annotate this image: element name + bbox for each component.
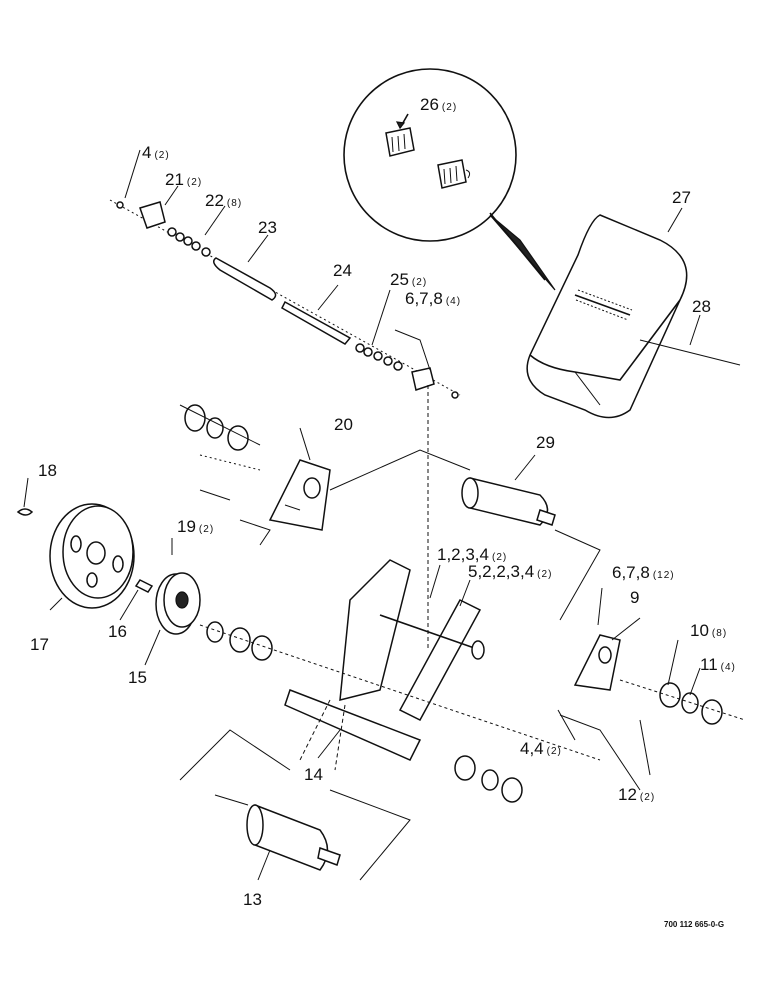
label-18: 18 — [38, 461, 57, 480]
label-13: 13 — [243, 890, 262, 909]
detail-circle-belt-lacing — [343, 68, 556, 291]
label-29: 29 — [536, 433, 555, 452]
label-20: 20 — [334, 415, 353, 434]
label-27: 27 — [672, 188, 691, 207]
roller-13 — [179, 729, 411, 881]
pin-16 — [134, 579, 154, 593]
label-10: 10(8) — [690, 621, 727, 640]
bearings-10-11 — [619, 679, 746, 725]
pulley-15 — [155, 572, 201, 635]
label-23: 23 — [258, 218, 277, 237]
label-16: 16 — [108, 622, 127, 641]
bearing-21 — [139, 201, 166, 229]
label-17: 17 — [30, 635, 49, 654]
top-shaft-assembly — [109, 199, 461, 650]
label-9: 9 — [630, 588, 639, 607]
leader-lines — [23, 149, 701, 881]
label-19: 19(2) — [177, 517, 214, 536]
label-4-4: 4,4(2) — [520, 739, 562, 758]
label-22: 22(8) — [205, 191, 242, 210]
label-14: 14 — [304, 765, 323, 784]
lacing-clip-right — [437, 159, 471, 189]
roller-23 — [213, 257, 277, 301]
bracket-20 — [199, 449, 471, 546]
label-25: 25(2) — [390, 270, 427, 289]
shaft-24 — [281, 300, 352, 345]
label-26: 26(2) — [420, 95, 457, 114]
label-28: 28 — [692, 297, 711, 316]
frame-14 — [284, 559, 485, 771]
label-15: 15 — [128, 668, 147, 687]
label-11: 11(4) — [700, 655, 736, 674]
label-6-7-8-right: 6,7,8(12) — [612, 563, 675, 582]
callout-labels: 4(2) 21(2) 22(8) 23 24 25(2) 6,7,8(4) 26… — [30, 95, 736, 909]
bracket-9 — [559, 634, 641, 791]
bearing-25 — [411, 367, 435, 391]
bearing-set-lower-right — [454, 755, 523, 803]
label-1-2-3-4: 1,2,3,4(2) — [437, 545, 507, 564]
roller-29 — [461, 477, 601, 621]
label-4-top: 4(2) — [142, 143, 170, 162]
clip-18 — [16, 508, 34, 516]
label-21: 21(2) — [165, 170, 202, 189]
label-12: 12(2) — [618, 785, 655, 804]
label-6-7-8-top: 6,7,8(4) — [405, 289, 461, 308]
wheel-17 — [49, 503, 135, 609]
document-number: 700 112 665-0-G — [664, 920, 724, 929]
label-5-2-2-3-4: 5,2,2,3,4(2) — [468, 562, 552, 581]
bearing-set-upper-left — [179, 404, 261, 451]
belt — [526, 214, 741, 419]
lacing-clip-left — [385, 127, 415, 157]
bearing-set-center — [199, 621, 601, 761]
label-24: 24 — [333, 261, 352, 280]
